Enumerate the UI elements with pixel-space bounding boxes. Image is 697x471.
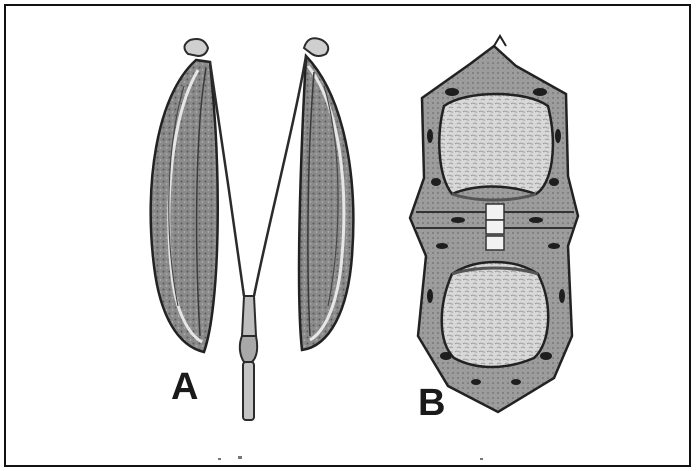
upper-seed: [439, 94, 553, 200]
lower-seed: [442, 262, 548, 367]
figure-illustration: [6, 6, 691, 467]
figure-frame: A B: [4, 4, 691, 467]
panel-label-b: B: [418, 384, 445, 422]
carpophore-stalk: [210, 56, 306, 420]
right-mericarp: [299, 38, 353, 350]
left-mericarp: [151, 39, 218, 352]
print-specks: [218, 456, 483, 460]
panel-label-a: A: [171, 368, 198, 406]
panel-b-drawing: [410, 36, 578, 412]
panel-a-drawing: [151, 38, 354, 420]
